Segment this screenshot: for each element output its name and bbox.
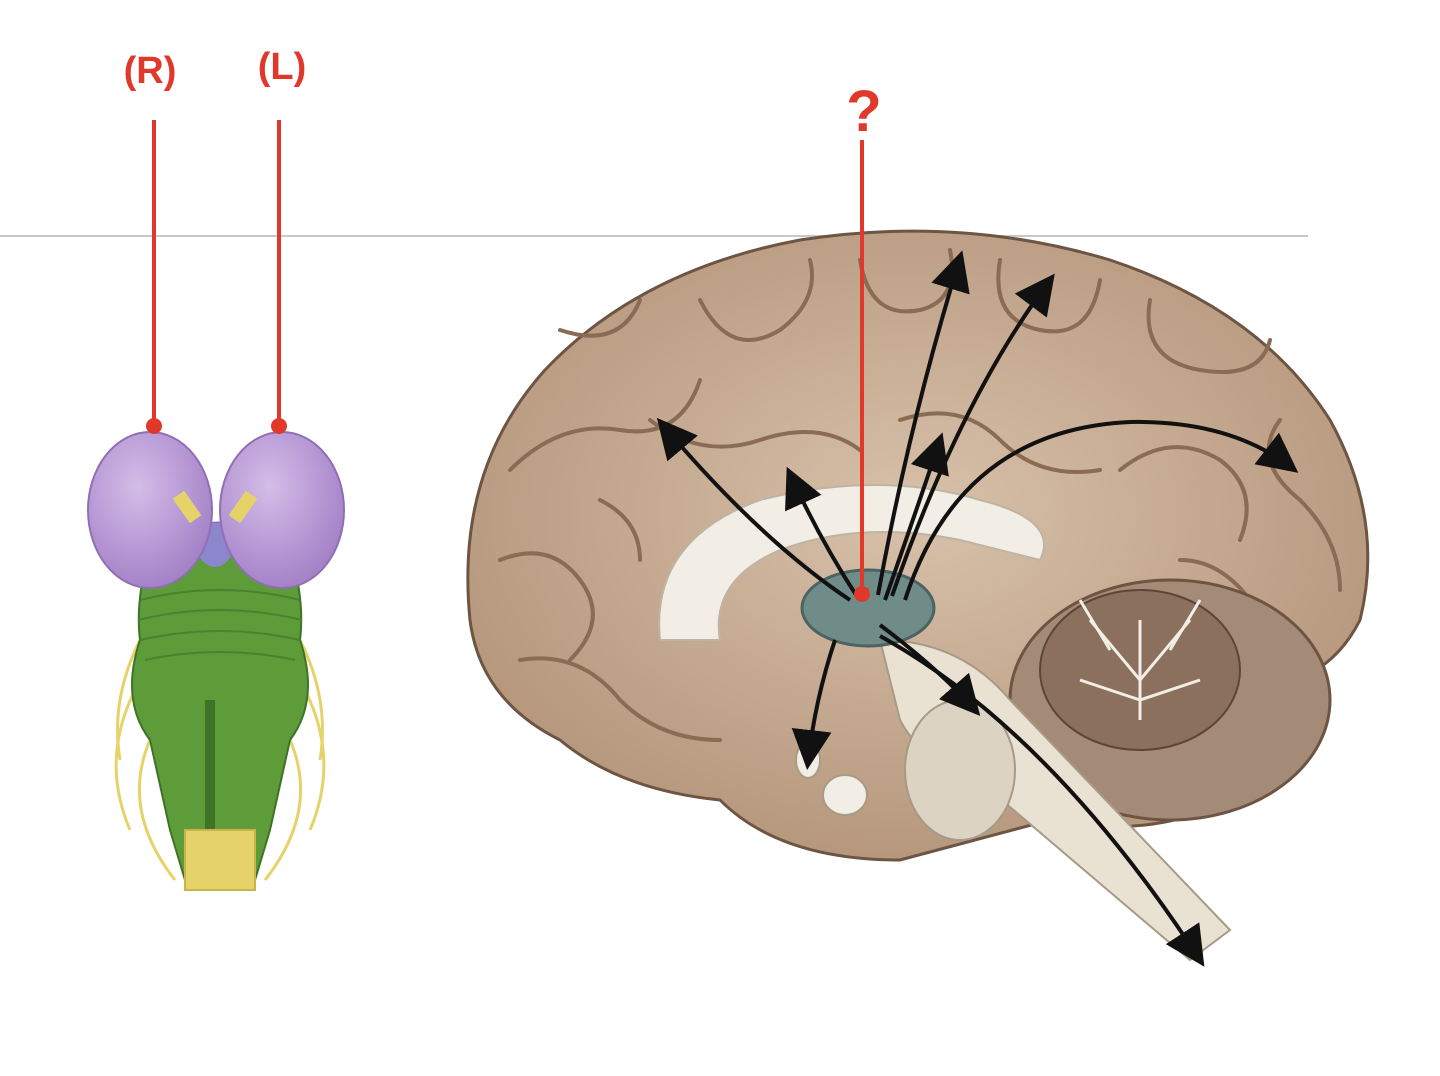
projection-arrows	[656, 250, 1299, 967]
pointer-right-thalamus	[146, 120, 162, 434]
pituitary	[822, 774, 868, 816]
pointer-left-thalamus	[271, 120, 287, 434]
cerebellum	[1008, 578, 1332, 822]
midsagittal-brain-icon	[466, 229, 1370, 967]
brainstem-with-thalami-icon	[87, 431, 345, 891]
medulla-fissure	[205, 700, 215, 850]
label-right: (R)	[123, 50, 177, 92]
stalk-right	[172, 490, 202, 524]
spinal-roots	[184, 829, 256, 891]
stalk-left	[228, 490, 258, 524]
label-question: ?	[846, 79, 882, 144]
label-left: (L)	[257, 46, 307, 88]
pointer-question-target	[854, 140, 870, 602]
pons	[137, 589, 303, 661]
